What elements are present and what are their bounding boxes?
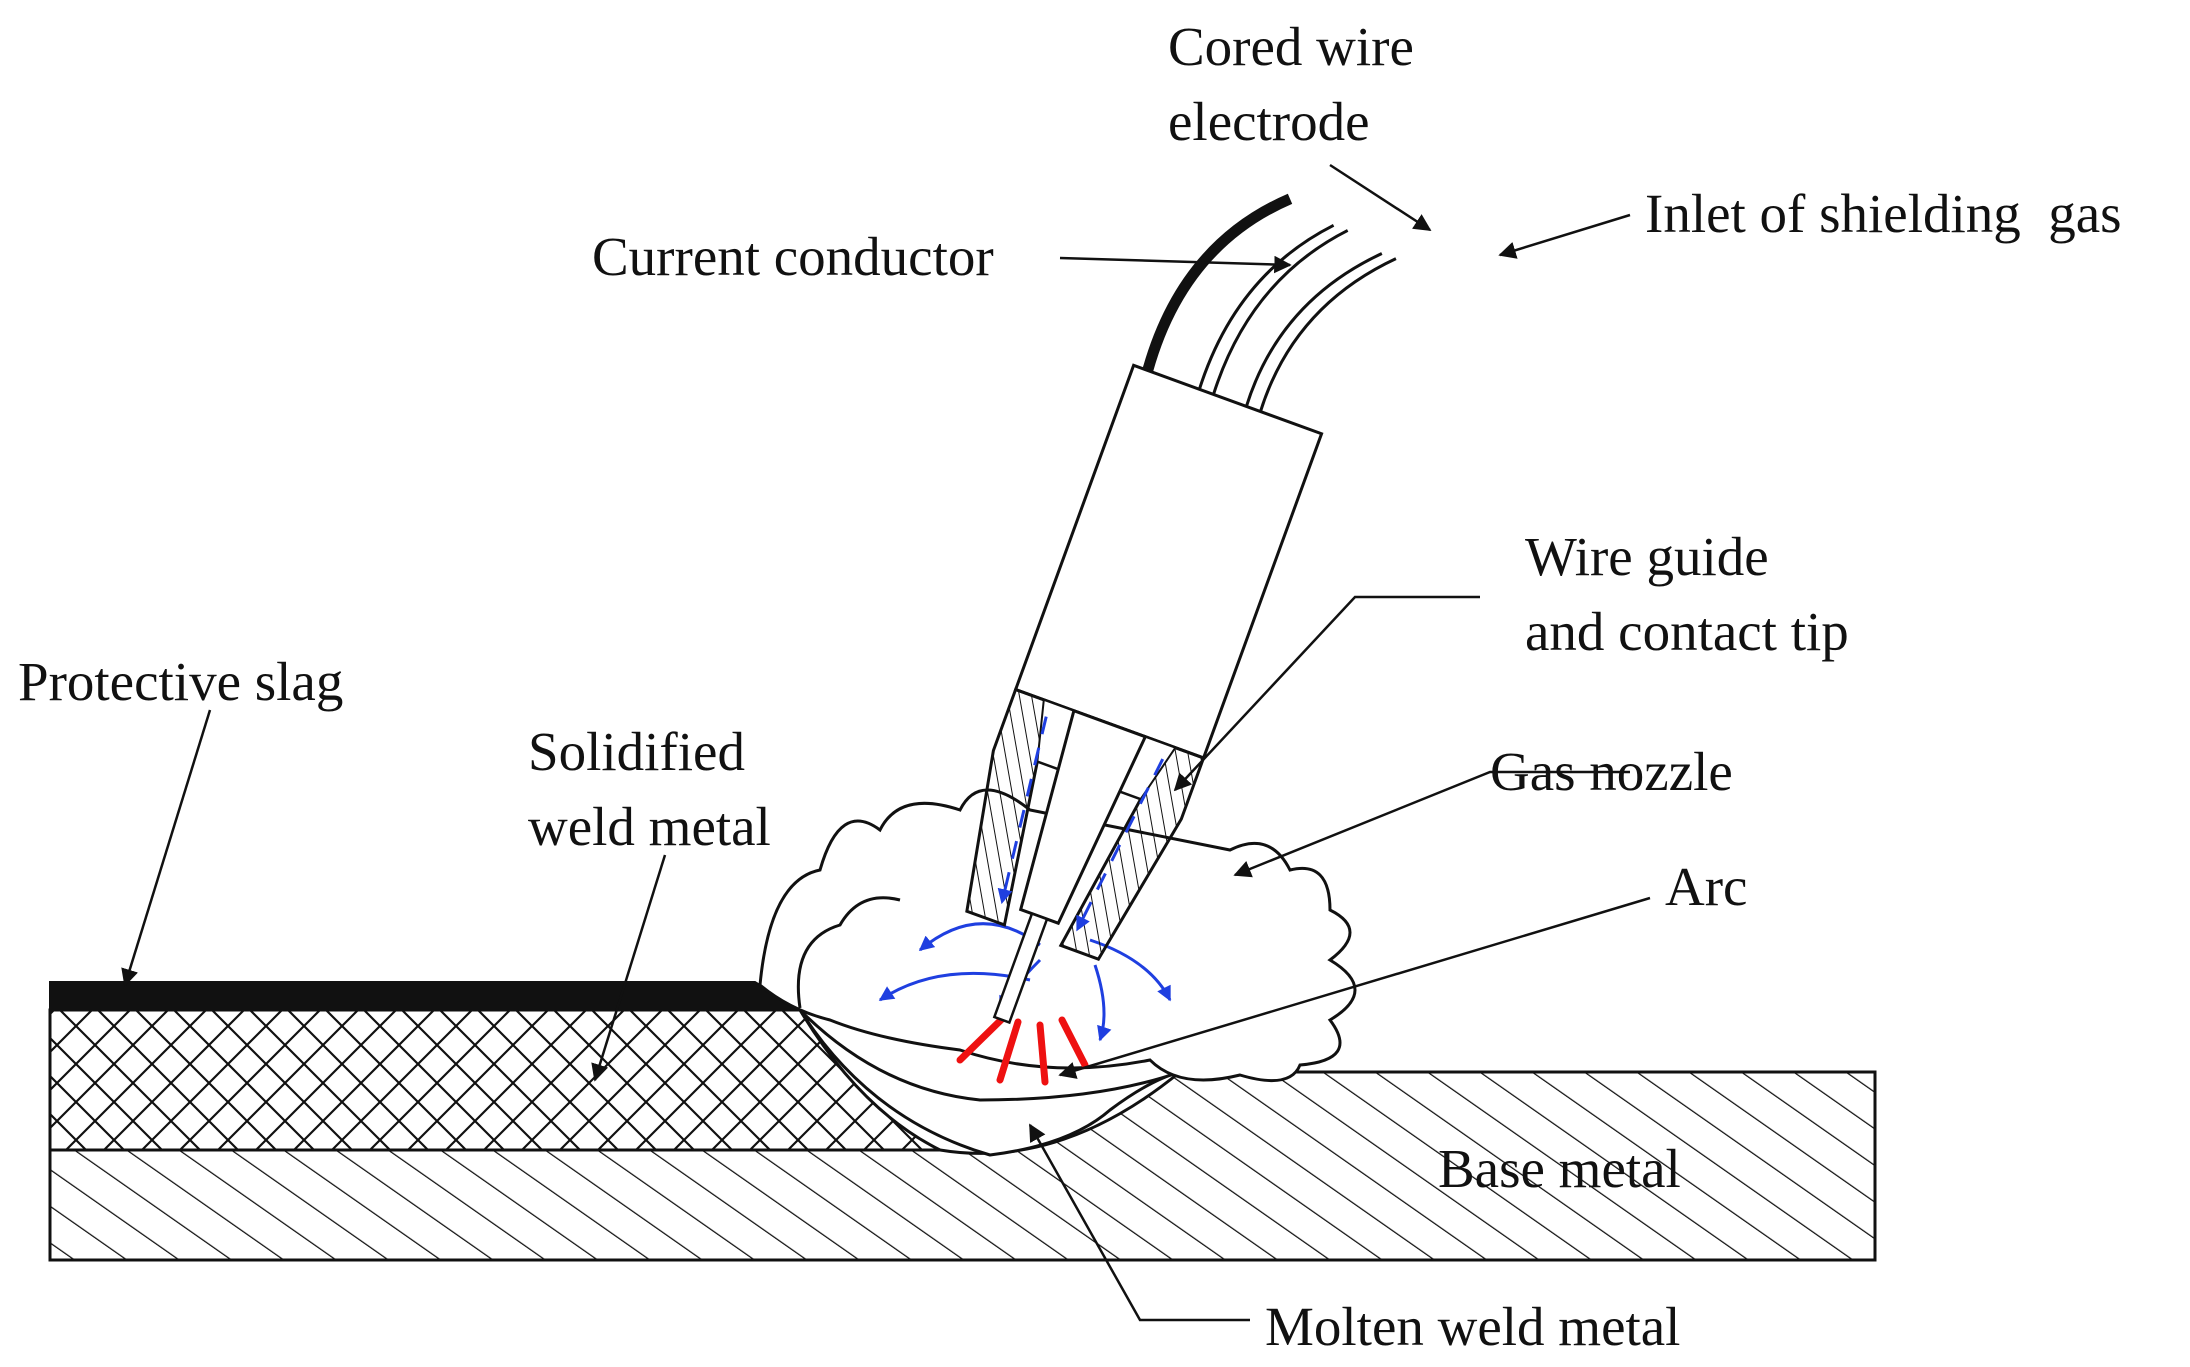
- leader-wire-guide: [1173, 595, 1480, 792]
- label-base-metal: Base metal: [1438, 1138, 1681, 1199]
- label-molten-weld-metal: Molten weld metal: [1265, 1296, 1680, 1357]
- label-gas-nozzle: Gas nozzle: [1490, 741, 1733, 802]
- solidified-weld-metal: [48, 1008, 941, 1152]
- leader-molten: [1028, 1123, 1250, 1322]
- leader-inlet-gas: [1498, 213, 1631, 259]
- protective-slag: [49, 981, 804, 1011]
- label-arc: Arc: [1665, 856, 1747, 917]
- molten-weld-pool: [798, 1008, 1181, 1157]
- label-solidified-2: weld metal: [528, 796, 771, 857]
- leader-current-conductor: [1059, 255, 1292, 274]
- arc-rays: [956, 1014, 1089, 1086]
- label-protective-slag: Protective slag: [18, 651, 343, 712]
- leader-cored-wire: [1329, 163, 1432, 232]
- label-inlet-gas: Inlet of shielding gas: [1645, 183, 2122, 244]
- shielding-gas-cloud: [758, 788, 1357, 1083]
- leader-solidified: [591, 854, 667, 1082]
- cored-wire-cable: [1197, 223, 1335, 390]
- electrode-wire: [992, 912, 1049, 1025]
- contact-tip: [1018, 708, 1148, 926]
- label-solidified-1: Solidified: [528, 721, 745, 782]
- leader-gas-nozzle: [1233, 770, 1630, 878]
- label-cored-wire-1: Cored wire: [1168, 16, 1414, 77]
- leader-arc: [1058, 896, 1651, 1079]
- label-current-conductor: Current conductor: [592, 226, 994, 287]
- torch-body: [1013, 363, 1324, 760]
- shielding-gas-hose: [1244, 252, 1383, 407]
- label-wire-guide-1: Wire guide: [1525, 526, 1769, 587]
- current-conductor-cable: [1142, 193, 1293, 372]
- welding-torch: [965, 193, 1397, 1025]
- leader-protective-slag: [121, 709, 212, 987]
- label-wire-guide-2: and contact tip: [1525, 601, 1849, 662]
- label-cored-wire-2: electrode: [1168, 91, 1370, 152]
